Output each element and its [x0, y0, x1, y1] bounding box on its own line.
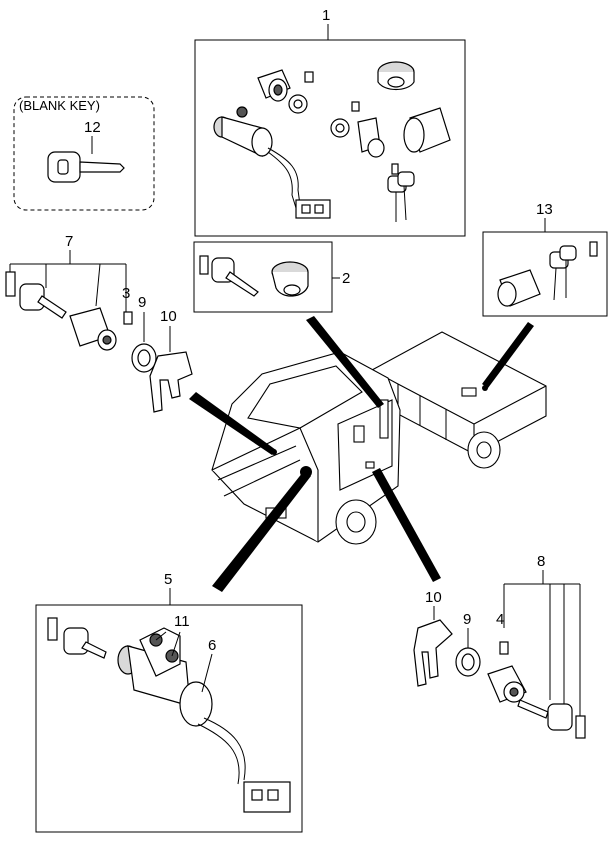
ring-part-9-right [455, 647, 481, 677]
callout-2: 2 [342, 270, 350, 287]
truck-illustration [211, 331, 547, 545]
callout-10-right: 10 [425, 589, 442, 606]
blank-key-part [47, 151, 125, 183]
callout-9-left: 9 [138, 294, 146, 311]
bracket-part-10-left [149, 351, 193, 413]
callout-1: 1 [322, 7, 330, 24]
retainer-part-4 [499, 641, 509, 655]
ignition-switch-part [213, 106, 331, 219]
retainer-part-3 [123, 311, 133, 325]
cylinder-part-8 [487, 665, 527, 703]
leader-beams [189, 316, 534, 592]
key-pair-part [387, 163, 415, 222]
tailgate-lock-box-13: 13 [482, 201, 608, 317]
callout-10-left: 10 [160, 308, 177, 325]
callout-7: 7 [65, 233, 73, 250]
ring-part-9-left [131, 343, 157, 373]
cylinder-part-13 [497, 269, 541, 307]
ignition-switch-part-5 [117, 627, 291, 813]
door-cylinder-part [257, 69, 314, 114]
callout-9-right: 9 [463, 611, 471, 628]
glove-cylinder-part [330, 101, 385, 158]
fuel-cap-part-2 [271, 261, 309, 297]
callout-5: 5 [164, 571, 172, 588]
callout-12: 12 [84, 119, 101, 136]
bracket-part-10-right [413, 619, 453, 687]
key-part-2 [199, 255, 259, 297]
key-part-8 [517, 699, 586, 739]
lock-set-box-1: 1 [194, 7, 466, 237]
callout-11: 11 [174, 613, 190, 630]
cylinder-part-7 [69, 307, 117, 351]
fuel-cap-part [377, 61, 415, 91]
blank-key-group: (BLANK KEY) 12 [13, 96, 155, 211]
callout-3: 3 [122, 285, 130, 302]
sleeve-part [403, 107, 451, 153]
callout-6: 6 [208, 637, 216, 654]
callout-8: 8 [537, 553, 545, 570]
key-pair-part-13 [549, 241, 598, 301]
blank-key-caption: (BLANK KEY) [19, 98, 100, 113]
callout-4: 4 [496, 611, 504, 628]
key-part-5 [47, 617, 107, 659]
door-lock-left-group: 7 3 9 10 [5, 233, 193, 413]
ignition-box-5: 5 11 6 [35, 571, 303, 833]
callout-13: 13 [536, 201, 553, 218]
key-part-7 [5, 271, 67, 319]
key-cap-box-2: 2 [193, 241, 350, 313]
door-lock-right-group: 8 4 9 10 [413, 553, 586, 739]
